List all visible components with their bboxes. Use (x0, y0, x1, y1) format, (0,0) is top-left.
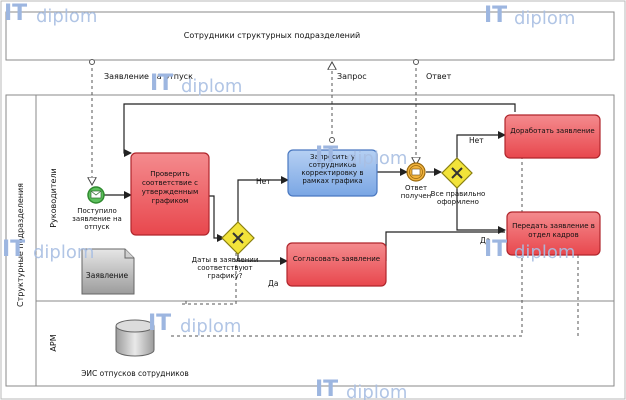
intermediate-event (406, 162, 426, 182)
external-pool-title: Сотрудники структурных подразделений (184, 31, 361, 40)
lane-bottom-label: АРМ (49, 334, 58, 351)
svg-text:IT: IT (484, 3, 507, 28)
database-label: ЭИС отпусков сотрудников (81, 369, 189, 378)
svg-text:diplom: diplom (181, 76, 242, 97)
flow-label-answer: Ответ (426, 72, 452, 81)
intermediate-event-label: Ответ получен (400, 184, 432, 200)
start-event (87, 186, 105, 204)
svg-text:IT: IT (4, 1, 27, 26)
svg-text:IT: IT (315, 143, 338, 168)
main-pool-label: Структурные подразделения (16, 183, 25, 307)
task-transfer (506, 211, 601, 256)
task-transfer-label: Передать заявление в отдел кадров (512, 222, 595, 239)
gateway-all-correct-no: Нет (469, 136, 484, 145)
start-event-label: Поступило заявление на отпуск (72, 207, 122, 231)
svg-text:IT: IT (2, 237, 25, 262)
lane-top-label: Руководители (49, 168, 58, 228)
flow-label-request: Запрос (337, 72, 367, 81)
gateway-dates-no: Нет (256, 177, 271, 186)
gateway-dates-yes: Да (268, 279, 278, 288)
gateway-all-correct-label: Все правильно оформлено (430, 190, 486, 206)
task-ask-employees-label: Запросить у сотрудников корректировку в … (301, 153, 364, 185)
task-rework (504, 114, 601, 159)
external-pool (5, 11, 615, 61)
svg-text:diplom: diplom (514, 8, 575, 29)
svg-text:diplom: diplom (346, 382, 407, 400)
svg-text:IT: IT (484, 237, 507, 262)
svg-text:IT: IT (148, 311, 171, 336)
svg-text:diplom: diplom (180, 316, 241, 337)
task-ask-employees (287, 149, 378, 197)
gateway-dates (221, 221, 255, 255)
document-label: Заявление (86, 271, 129, 280)
svg-text:diplom: diplom (33, 242, 94, 263)
gateway-all-correct (441, 157, 473, 189)
database-icon (115, 319, 155, 357)
task-check (130, 152, 210, 236)
document-artifact (81, 248, 135, 295)
svg-text:IT: IT (315, 377, 338, 400)
gateway-all-correct-yes: Да (480, 236, 490, 245)
task-agree-label: Согласовать заявление (292, 255, 381, 263)
task-agree (286, 242, 387, 287)
watermarks: IT diplom IT diplom IT diplom IT diplom … (2, 1, 575, 400)
flow-label-request-vacation: Заявление на отпуск (104, 72, 193, 81)
task-rework-label: Доработать заявление (510, 127, 595, 135)
svg-text:diplom: diplom (514, 242, 575, 263)
task-check-label: Проверить соответствие с утвержденным гр… (141, 170, 199, 205)
svg-text:diplom: diplom (36, 6, 97, 27)
svg-text:IT: IT (150, 71, 173, 96)
gateway-dates-label: Даты в заявлении соответствуют графику? (191, 256, 259, 280)
svg-text:diplom: diplom (346, 148, 407, 169)
